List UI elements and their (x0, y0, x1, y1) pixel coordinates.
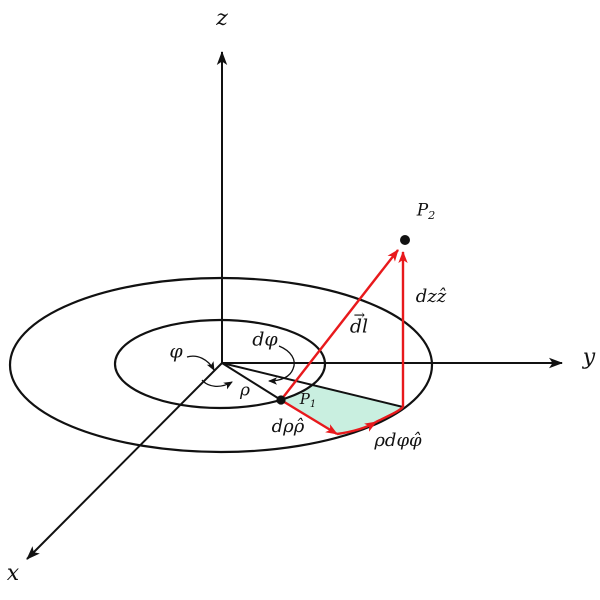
dz-vector-label: dzẑ (415, 286, 447, 307)
drho-vector (280, 398, 338, 436)
radius-line-phi-plus-dphi (221, 362, 404, 408)
rhodphi-vector-label: ρdφφ̂ (374, 430, 422, 451)
y-axis-label: y (582, 345, 596, 370)
x-axis-label: x (6, 561, 20, 586)
point-p1-label: P1 (299, 390, 317, 411)
point-p2-dot (400, 235, 410, 245)
dphi-angle-arc-arrow (268, 345, 295, 385)
dl-vector (280, 249, 399, 401)
drho-vector-label: dρρ̂ (271, 416, 305, 437)
phi-angle-label: φ (169, 340, 183, 363)
rho-radius-label: ρ (240, 380, 250, 401)
radius-line-phi (221, 362, 282, 401)
z-axis-label: z (216, 6, 228, 31)
phi-label-pointer-arrow (186, 355, 215, 371)
point-p1-dot (276, 395, 286, 405)
dphi-angle-label: dφ (252, 328, 278, 351)
dl-vector-label: →dl (349, 307, 369, 338)
phi-angle-arc-arrow (201, 379, 233, 390)
x-axis-line (26, 362, 223, 560)
rhodphi-arc-tail (375, 406, 404, 424)
vector-arrow-accent-icon: → (353, 307, 366, 324)
rhodphi-vector-arc (336, 420, 377, 436)
point-p2-label: P2 (416, 200, 436, 223)
